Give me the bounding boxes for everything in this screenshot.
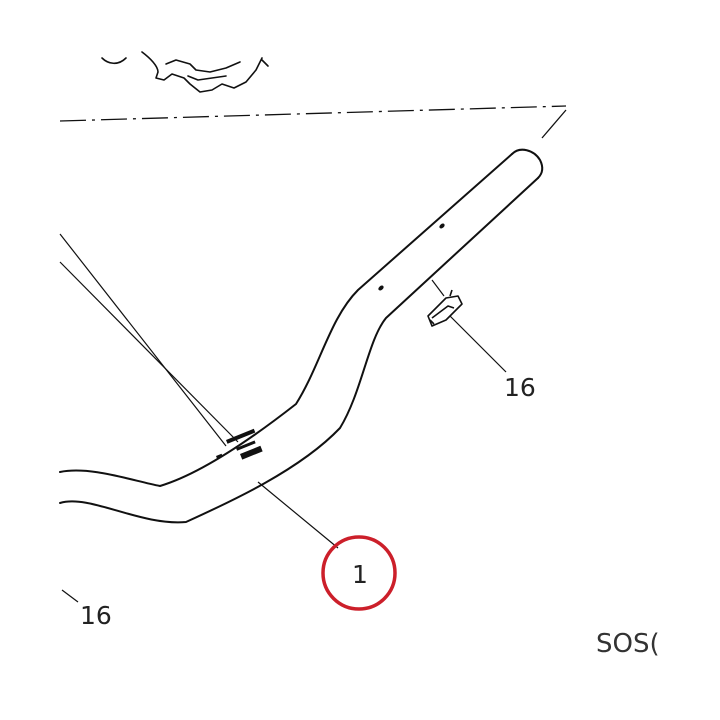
leader-lines (61, 279, 507, 603)
callout-part-1: 1 (352, 560, 368, 589)
handlebar (59, 148, 544, 524)
callout-part-16-right: 16 (504, 373, 536, 402)
clip-part (427, 289, 463, 327)
drawing-code: SOS( (596, 629, 660, 659)
highlight-circle (321, 535, 397, 611)
center-line (59, 105, 567, 122)
center-line-end (541, 109, 567, 139)
bar-marking (216, 428, 263, 460)
top-assembly-fragment (101, 51, 269, 93)
callout-part-16-left: 16 (80, 601, 112, 630)
cable-lines (59, 233, 239, 447)
bar-holes (378, 223, 445, 291)
